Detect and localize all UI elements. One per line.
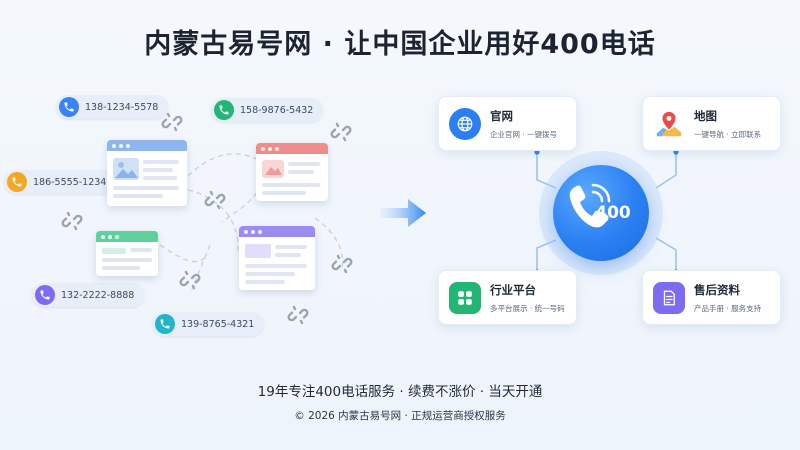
phone-icon	[7, 172, 27, 192]
map-pin-icon	[653, 108, 685, 140]
arrow-right-icon	[380, 199, 426, 227]
feature-desc: 企业官网 · 一键拨号	[490, 129, 558, 139]
webpage-card-green	[96, 231, 158, 276]
phone-icon	[214, 100, 234, 120]
feature-desc: 一键导航 · 立即联系	[694, 129, 762, 139]
broken-link-icon	[179, 270, 201, 290]
footer-tagline: 19年专注400电话服务 · 续费不涨价 · 当天开通	[257, 384, 543, 400]
hub-label: 400	[595, 203, 631, 223]
document-icon	[653, 281, 685, 314]
footer-copyright: © 2026 内蒙古易号网 · 正规运营商授权服务	[294, 410, 506, 422]
feature-name: 售后资料	[694, 282, 740, 297]
phone-handset-icon	[569, 183, 611, 228]
phone-pill-1: 138-1234-5578	[56, 95, 169, 119]
feature-name: 官网	[490, 108, 513, 123]
globe-icon	[449, 107, 481, 140]
feature-desc: 多平台展示 · 统一号码	[490, 303, 565, 313]
image-placeholder-icon	[113, 158, 139, 180]
phone-number: 139-8765-4321	[181, 318, 255, 330]
grid-icon	[449, 281, 481, 314]
phone-icon	[155, 314, 175, 334]
feature-name: 行业平台	[490, 282, 536, 297]
feature-card-map[interactable]: 地图 一键导航 · 立即联系	[642, 96, 781, 151]
feature-card-platform[interactable]: 行业平台 多平台展示 · 统一号码	[438, 270, 577, 325]
feature-card-aftersales[interactable]: 售后资料 产品手册 · 服务支持	[642, 270, 781, 325]
phone-pill-4: 132-2222-8888	[32, 283, 145, 307]
broken-link-icon	[161, 112, 183, 132]
broken-link-icon	[61, 211, 83, 231]
phone-number: 158-9876-5432	[240, 104, 314, 116]
feature-name: 地图	[694, 108, 717, 123]
phone-number: 186-5555-1234	[33, 176, 107, 188]
page-title: 内蒙古易号网 · 让中国企业用好400电话	[144, 29, 656, 60]
phone-pill-3: 186-5555-1234	[4, 170, 117, 194]
phone-icon	[59, 97, 79, 117]
webpage-card-blue	[107, 140, 187, 206]
broken-link-icon	[287, 305, 309, 325]
webpage-card-red	[256, 143, 328, 201]
feature-desc: 产品手册 · 服务支持	[694, 303, 762, 313]
broken-link-icon	[331, 254, 353, 274]
phone-pill-5: 139-8765-4321	[152, 312, 265, 336]
feature-card-website[interactable]: 官网 企业官网 · 一键拨号	[438, 96, 577, 151]
broken-link-icon	[204, 190, 226, 210]
phone-icon	[35, 285, 55, 305]
phone-number: 138-1234-5578	[85, 101, 159, 113]
image-placeholder-icon	[262, 160, 284, 178]
phone-number: 132-2222-8888	[61, 289, 135, 301]
broken-link-icon	[330, 122, 352, 142]
phone-pill-2: 158-9876-5432	[211, 98, 324, 122]
webpage-card-purple	[239, 226, 315, 290]
